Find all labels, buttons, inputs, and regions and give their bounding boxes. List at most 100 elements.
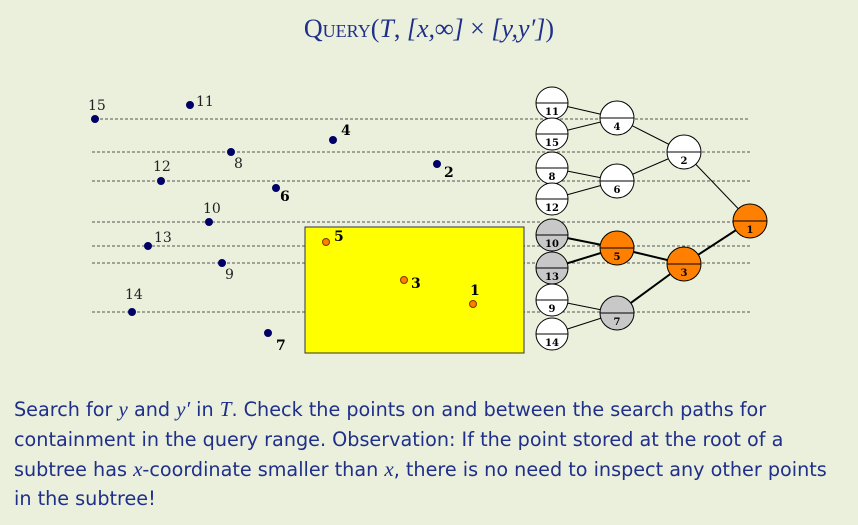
caption-math-x: x xyxy=(133,456,143,481)
title-tree-symbol: T xyxy=(379,14,394,43)
tree-node-10: 10 xyxy=(535,218,569,252)
tree-node-4: 4 xyxy=(599,100,635,136)
point-marker xyxy=(144,242,152,250)
point-1: 1 xyxy=(469,283,480,308)
page-title: Query(T, [x,∞] × [y,y′]) xyxy=(0,14,858,44)
point-label: 7 xyxy=(276,338,286,354)
point-label: 10 xyxy=(203,201,221,217)
tree-node-5: 5 xyxy=(599,230,635,266)
point-marker xyxy=(329,136,337,144)
tree-node-1: 1 xyxy=(732,203,768,239)
tree-node-label: 14 xyxy=(545,338,559,349)
tree-node-6: 6 xyxy=(599,163,635,199)
point-marker xyxy=(264,329,272,337)
title-query-word: Query xyxy=(303,14,371,43)
tree-node-label: 1 xyxy=(747,225,754,236)
point-8: 8 xyxy=(227,148,243,172)
tree-node-label: 8 xyxy=(549,172,556,183)
point-label: 11 xyxy=(196,94,214,110)
point-15: 15 xyxy=(88,98,106,123)
point-marker xyxy=(205,218,213,226)
caption-part: in xyxy=(190,398,220,421)
tree-node-2: 2 xyxy=(666,134,702,170)
point-5: 5 xyxy=(322,229,344,246)
point-marker xyxy=(469,300,477,308)
caption-part: . Check the points on and between the se… xyxy=(14,398,784,481)
tree-node-label: 10 xyxy=(545,239,559,250)
caption-math-x: x xyxy=(384,456,394,481)
point-3: 3 xyxy=(400,276,421,292)
point-label: 3 xyxy=(411,276,421,292)
caption-text: Search for y and y′ in T. Check the poin… xyxy=(14,395,849,514)
title-x-range: [x,∞] xyxy=(406,14,464,43)
point-marker xyxy=(322,238,330,246)
tree-node-label: 7 xyxy=(614,317,621,328)
point-label: 6 xyxy=(280,189,290,205)
point-marker xyxy=(218,259,226,267)
point-marker xyxy=(272,184,280,192)
point-marker xyxy=(186,101,194,109)
tree-node-11: 11 xyxy=(535,86,569,120)
title-open-paren: ( xyxy=(370,14,380,43)
point-10: 10 xyxy=(203,201,221,226)
point-13: 13 xyxy=(144,230,172,250)
point-label: 12 xyxy=(153,159,171,175)
point-label: 8 xyxy=(234,156,243,172)
point-label: 2 xyxy=(444,165,454,181)
caption-part: and xyxy=(127,398,177,421)
point-label: 13 xyxy=(154,230,172,246)
tree-node-label: 9 xyxy=(549,304,556,315)
point-marker xyxy=(227,148,235,156)
tree-node-7: 7 xyxy=(599,295,635,331)
point-label: 14 xyxy=(125,287,143,303)
tree-edges xyxy=(551,102,751,335)
caption-part: , there is no need to inspect any other … xyxy=(14,457,827,511)
point-label: 1 xyxy=(470,283,480,299)
caption-math-yprime: y′ xyxy=(176,397,191,421)
title-y-range: [y,y′] xyxy=(491,14,546,43)
caption-math-y: y xyxy=(118,397,128,421)
tree-node-3: 3 xyxy=(666,246,702,282)
point-12: 12 xyxy=(153,159,171,185)
tree-node-label: 12 xyxy=(545,203,559,214)
caption-part: -coordinate smaller than xyxy=(142,457,385,481)
tree-node-13: 13 xyxy=(535,251,569,285)
caption-part: Search for xyxy=(14,398,119,421)
point-label: 4 xyxy=(341,123,351,139)
title-times: × xyxy=(470,14,485,43)
title-close-paren: ) xyxy=(545,14,555,43)
tree-node-label: 6 xyxy=(614,185,621,196)
title-comma: , xyxy=(393,14,401,43)
point-marker xyxy=(91,115,99,123)
point-marker xyxy=(157,177,165,185)
tree-node-9: 9 xyxy=(535,283,569,317)
point-7: 7 xyxy=(264,329,286,354)
point-marker xyxy=(128,308,136,316)
tree-node-14: 14 xyxy=(535,317,569,351)
tree-node-label: 3 xyxy=(681,268,688,279)
tree-node-label: 5 xyxy=(614,252,621,263)
point-2: 2 xyxy=(433,160,454,181)
tree-node-12: 12 xyxy=(535,182,569,216)
tree-node-label: 4 xyxy=(614,122,621,133)
point-label: 5 xyxy=(334,229,344,245)
tree-node-15: 15 xyxy=(535,117,569,151)
caption-math-t: T xyxy=(219,397,232,421)
tree-node-label: 15 xyxy=(545,138,559,149)
tree-node-label: 11 xyxy=(545,107,559,118)
query-range-box xyxy=(304,226,525,354)
point-4: 4 xyxy=(329,123,351,144)
point-label: 9 xyxy=(225,267,234,283)
point-6: 6 xyxy=(272,184,290,205)
tree-node-label: 2 xyxy=(681,156,688,167)
point-14: 14 xyxy=(125,287,143,316)
tree-node-8: 8 xyxy=(535,151,569,185)
dashed-guide-lines xyxy=(92,118,750,313)
point-marker xyxy=(400,276,408,284)
point-marker xyxy=(433,160,441,168)
point-9: 9 xyxy=(218,259,234,283)
point-11: 11 xyxy=(186,94,214,110)
